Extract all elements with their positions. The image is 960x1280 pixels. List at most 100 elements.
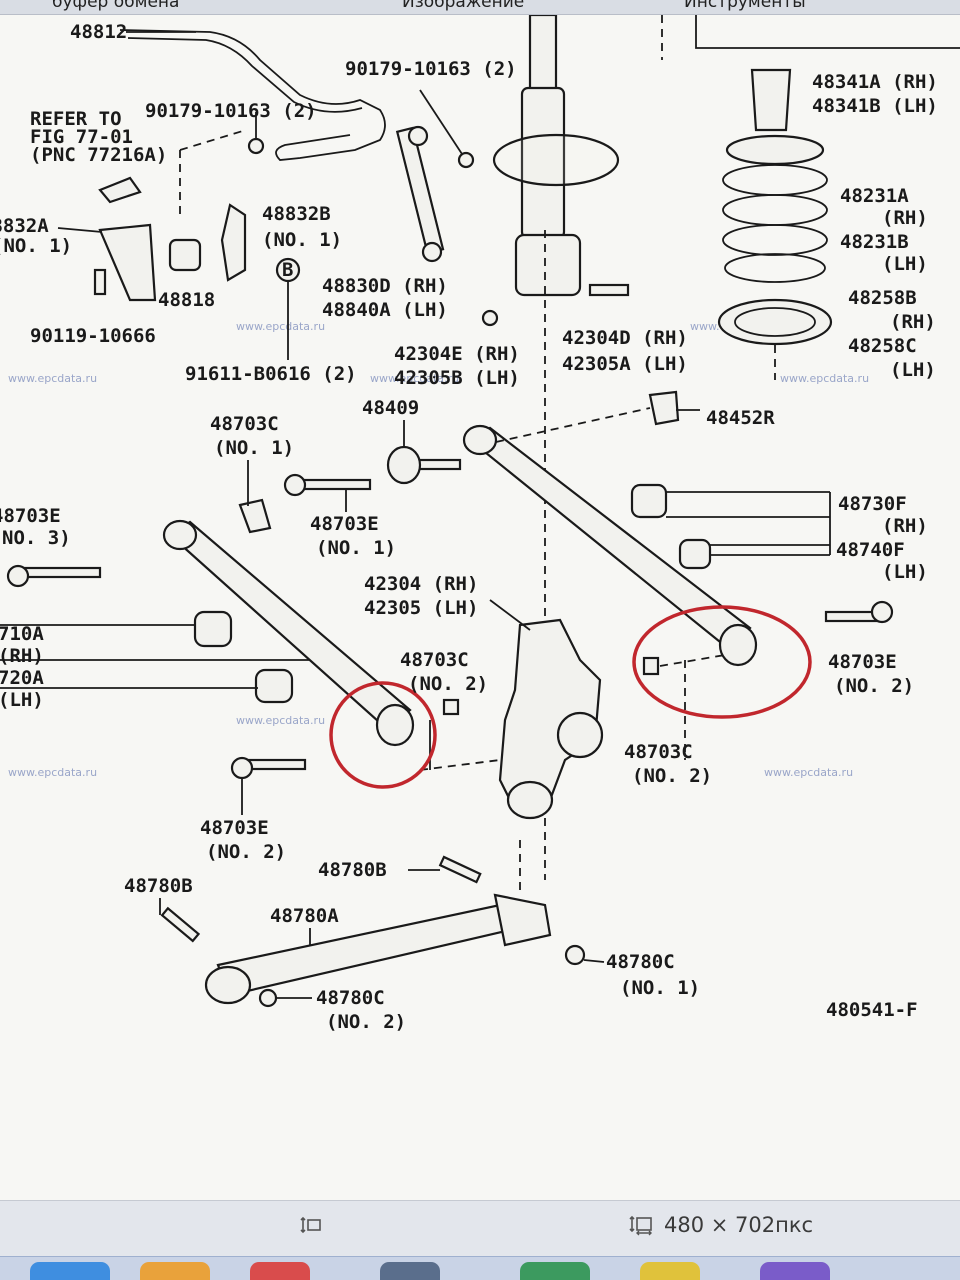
taskbar-button[interactable]	[30, 1262, 110, 1280]
bolt-icon	[160, 906, 201, 943]
ribbon-group-tools[interactable]: Инструменты	[684, 0, 806, 12]
taskbar-button[interactable]	[520, 1262, 590, 1280]
label-48740f: 48740F	[836, 539, 905, 561]
watermark: www.epcdata.ru	[236, 714, 325, 727]
image-size-info: 480 × 702пкс	[628, 1210, 813, 1240]
watermark: www.epcdata.ru	[236, 320, 325, 333]
clip-icon	[98, 176, 142, 204]
watermark: www.epcdata.ru	[370, 372, 459, 385]
arm-bushing	[718, 623, 758, 667]
fit-to-window-button[interactable]	[296, 1212, 326, 1240]
nut-icon	[481, 309, 499, 327]
bracket-48832a	[98, 223, 157, 302]
nut-icon	[642, 656, 660, 676]
image-size-text: 480 × 702пкс	[664, 1213, 814, 1237]
label-90119: 90119-10666	[30, 325, 156, 347]
stabilizer-link	[395, 126, 445, 255]
watermark: www.epcdata.ru	[8, 766, 97, 779]
label-91611: 91611-B0616 (2)	[185, 363, 357, 385]
label-48710a: 710A	[0, 623, 44, 645]
label-48231a-rh: (RH)	[882, 207, 928, 229]
link-ball-joint	[421, 241, 443, 263]
label-48780b-mid: 48780B	[318, 859, 387, 881]
bushing-48452r	[648, 390, 680, 426]
label-48720a-lh: (LH)	[0, 689, 44, 711]
label-48780a: 48780A	[270, 905, 339, 927]
bump-stopper	[750, 68, 792, 132]
parts-diagram: www.epcdata.ru www.epcdata.ru www.epcdat…	[0, 15, 960, 1033]
strut-rod	[528, 15, 558, 92]
svg-text:B: B	[282, 259, 293, 281]
strut-rod-48780a	[216, 903, 512, 997]
watermark: www.epcdata.ru	[8, 372, 97, 385]
label-48703e-no2-left: 48703E	[200, 817, 269, 839]
label-48231a: 48231A	[840, 185, 909, 207]
taskbar-button[interactable]	[760, 1262, 830, 1280]
label-fig: FIG 77-01	[30, 126, 133, 148]
bushing-48740f	[678, 538, 712, 570]
label-42304d: 42304D (RH)	[562, 327, 688, 349]
arm-bushing	[375, 703, 415, 747]
label-48703e-no1: 48703E	[310, 513, 379, 535]
ribbon-group-image[interactable]: Изображение	[402, 0, 525, 12]
bracket-48832b	[220, 203, 247, 282]
taskbar-button[interactable]	[140, 1262, 210, 1280]
highlight-circle-right-bushing	[632, 605, 812, 719]
nut-icon	[247, 137, 265, 155]
spring-seat	[492, 133, 620, 187]
bushing-48710a	[193, 610, 233, 648]
ribbon-group-clipboard[interactable]: буфер обмена	[52, 0, 180, 12]
label-48780c-no2: 48780C	[316, 987, 385, 1009]
label-42305b: 42305B (LH)	[394, 367, 520, 389]
nut-48703c	[238, 498, 272, 534]
figure-code: 480541-F	[826, 999, 918, 1021]
label-48812: 48812	[70, 21, 127, 43]
label-48703e-no3-sub: NO. 3)	[2, 527, 71, 549]
label-48258c: 48258C	[848, 335, 917, 357]
taskbar-button[interactable]	[640, 1262, 700, 1280]
watermark: www.epcdata.ru	[780, 372, 869, 385]
label-42305a: 42305A (LH)	[562, 353, 688, 375]
status-bar	[0, 1200, 960, 1257]
nut-icon	[564, 944, 586, 966]
bushing-48720a	[254, 668, 294, 704]
label-48740f-lh: (LH)	[882, 561, 928, 583]
label-48832b-no: (NO. 1)	[262, 229, 342, 251]
label-48832a: 48832A	[0, 215, 49, 237]
bolt-icon	[438, 855, 482, 884]
label-48703c-no2-right: 48703C	[624, 741, 693, 763]
label-48703c-no2-right-sub: (NO. 2)	[632, 765, 712, 787]
label-48780c-no1: 48780C	[606, 951, 675, 973]
nut-icon	[258, 988, 278, 1008]
coil-spring	[722, 134, 828, 283]
frame-box	[695, 15, 960, 49]
label-48780c-no1-sub: (NO. 1)	[620, 977, 700, 999]
label-90179-a: 90179-10163 (2)	[345, 58, 517, 80]
taskbar-button[interactable]	[380, 1262, 440, 1280]
bolt-icon	[298, 478, 372, 491]
label-48703c-no1: 48703C	[210, 413, 279, 435]
watermark: www.epcdata.ru	[764, 766, 853, 779]
rear-axle-carrier	[498, 618, 602, 812]
label-48840a: 48840A (LH)	[322, 299, 448, 321]
link-ball-joint	[407, 125, 429, 147]
label-48780c-no2-sub: (NO. 2)	[326, 1011, 406, 1033]
nut-icon	[457, 151, 475, 169]
image-canvas[interactable]: www.epcdata.ru www.epcdata.ru www.epcdat…	[0, 15, 960, 1200]
label-refer-to: REFER TO	[30, 108, 122, 130]
label-42304e: 42304E (RH)	[394, 343, 520, 365]
label-48703c-no1-sub: (NO. 1)	[214, 437, 294, 459]
bolt-icon	[588, 283, 630, 297]
bushing-48818	[168, 238, 202, 272]
fit-icon	[300, 1216, 321, 1234]
label-48258c-lh: (LH)	[890, 359, 936, 381]
label-48452r: 48452R	[706, 407, 775, 429]
stabilizer-bar-inner	[127, 37, 363, 113]
label-42305: 42305 (LH)	[364, 597, 478, 619]
ribbon-toolbar: буфер обмена Изображение Инструменты	[0, 0, 960, 15]
label-48832a-no: (NO. 1)	[0, 235, 72, 257]
strut-knuckle-bracket	[514, 233, 582, 297]
taskbar-button[interactable]	[250, 1262, 310, 1280]
label-48720a: 720A	[0, 667, 44, 689]
